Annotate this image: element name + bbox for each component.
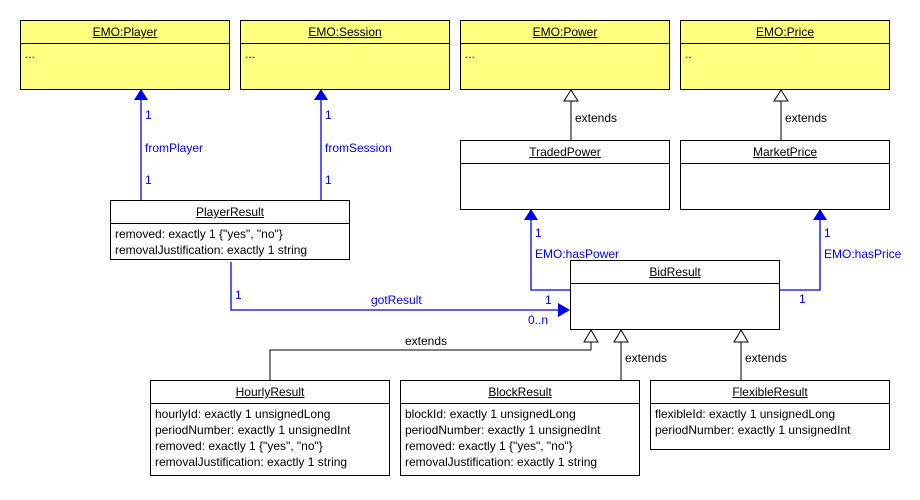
class-attribute: ... [245,47,256,61]
class-block-result[interactable]: BlockResult blockId: exactly 1 unsignedL… [400,380,640,476]
class-name: BidResult [571,261,779,284]
class-name: EMO:Price [681,21,889,44]
has-power-line [530,218,570,291]
class-name: HourlyResult [151,381,389,404]
hourly-extends-label: extends [405,334,448,348]
class-player-result[interactable]: PlayerResult removed: exactly 1 {"yes", … [110,200,350,260]
from-session-source-multiplicity: 1 [325,173,332,187]
class-attribute: hourlyId: exactly 1 unsignedLong [155,407,331,421]
has-price-label: EMO:hasPrice [824,247,902,261]
has-power-label: EMO:hasPower [535,247,620,261]
market-price-extends-label: extends [785,111,828,125]
from-session-arrowhead [314,89,328,100]
flexible-extends-label: extends [745,351,788,365]
from-player-label: fromPlayer [145,141,204,155]
has-power-target-multiplicity: 1 [535,226,542,240]
from-session-label: fromSession [325,141,392,155]
block-extends-label: extends [625,351,668,365]
class-emo-price[interactable]: EMO:Price .. [680,20,890,90]
has-price-line [780,218,821,291]
from-player-source-multiplicity: 1 [145,173,152,187]
class-name: BlockResult [401,381,639,404]
class-attribute: removalJustification: exactly 1 string [155,455,348,469]
got-result-target-multiplicity: 0..n [528,313,549,327]
class-attribute: removed: exactly 1 {"yes", "no"} [155,439,323,453]
class-attribute: periodNumber: exactly 1 unsignedInt [405,423,601,437]
hourly-generalization-triangle [583,329,599,343]
from-player-target-multiplicity: 1 [145,108,152,122]
class-attribute: blockId: exactly 1 unsignedLong [405,407,576,421]
got-result-source-multiplicity: 1 [235,288,242,302]
class-attribute: ... [25,47,36,61]
got-result-has-power-multiplicity: 1 [545,293,552,307]
class-name: MarketPrice [681,141,889,164]
class-attribute: removalJustification: exactly 1 string [115,243,308,257]
market-price-generalization-triangle [773,89,789,102]
has-power-arrowhead [524,209,538,220]
class-name: EMO:Session [241,21,449,44]
class-attribute: flexibleId: exactly 1 unsignedLong [655,407,836,421]
class-name: TradedPower [461,141,669,164]
class-emo-session[interactable]: EMO:Session ... [240,20,450,90]
from-session-target-multiplicity: 1 [325,108,332,122]
traded-power-extends-label: extends [575,111,618,125]
class-bid-result[interactable]: BidResult [570,260,780,330]
class-name: EMO:Power [461,21,669,44]
class-attribute: periodNumber: exactly 1 unsignedInt [155,423,351,437]
class-attribute: ... [465,47,476,61]
class-market-price[interactable]: MarketPrice [680,140,890,210]
class-traded-power[interactable]: TradedPower [460,140,670,210]
class-attribute: removalJustification: exactly 1 string [405,455,598,469]
has-price-target-multiplicity: 1 [824,226,831,240]
class-attribute: periodNumber: exactly 1 unsignedInt [655,423,851,437]
got-result-arrowhead [558,303,570,317]
class-emo-player[interactable]: EMO:Player ... [20,20,230,90]
class-attribute: removed: exactly 1 {"yes", "no"} [115,227,283,241]
got-result-line [230,262,562,311]
class-emo-power[interactable]: EMO:Power ... [460,20,670,90]
has-price-source-multiplicity: 1 [799,292,806,306]
class-name: FlexibleResult [651,381,889,404]
from-player-arrowhead [134,89,148,100]
class-attribute: removed: exactly 1 {"yes", "no"} [405,439,573,453]
class-flexible-result[interactable]: FlexibleResult flexibleId: exactly 1 uns… [650,380,890,450]
got-result-label: gotResult [371,293,422,307]
has-price-arrowhead [813,209,827,220]
class-attribute: .. [685,47,692,61]
class-hourly-result[interactable]: HourlyResult hourlyId: exactly 1 unsigne… [150,380,390,476]
class-name: EMO:Player [21,21,229,44]
block-generalization-triangle [613,329,629,343]
traded-power-generalization-triangle [563,89,579,102]
flexible-generalization-triangle [733,329,749,343]
hourly-extends-line [269,342,592,380]
class-name: PlayerResult [111,201,349,224]
